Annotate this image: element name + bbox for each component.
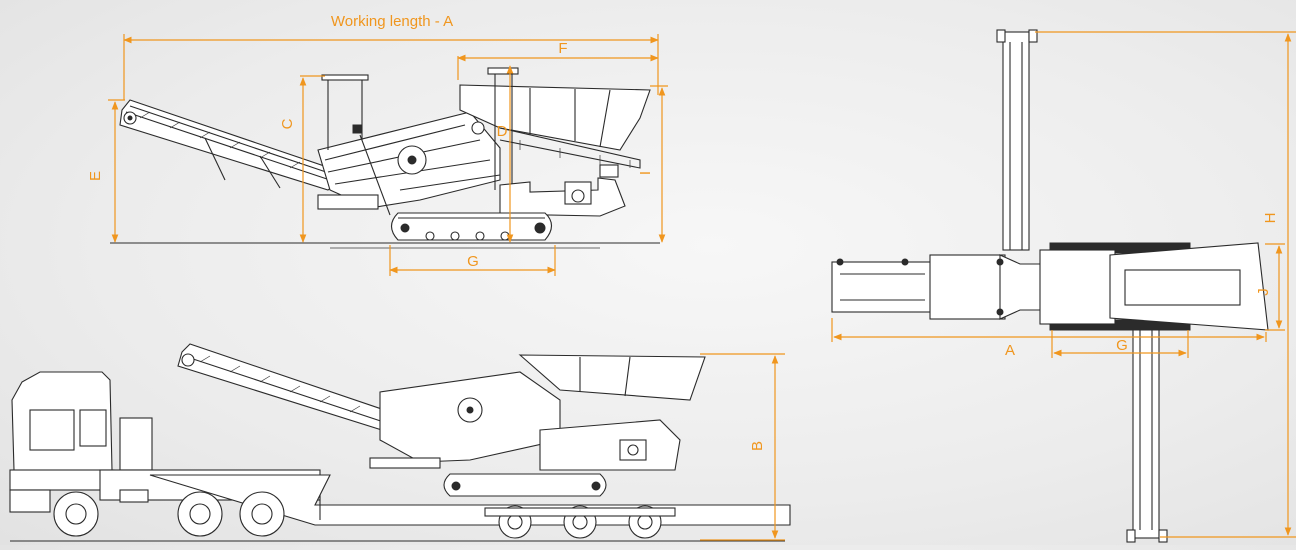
label-i: I [637,171,654,175]
label-g-side: G [467,253,479,270]
label-a-plan: A [1005,342,1015,359]
discharge-conveyor [119,99,339,191]
label-c: C [279,118,296,129]
transport-view: B [9,343,791,542]
plan-chassis [831,242,1269,331]
label-d: D [497,123,508,140]
side-view-dimensions: Working length - A F E C D I G [87,13,668,276]
label-working-length-a: Working length - A [331,13,453,30]
label-j: J [1255,288,1272,296]
side-view-tracks [390,212,553,241]
truck-wheels [53,491,285,537]
label-h: H [1262,213,1279,224]
label-e: E [87,171,104,181]
label-b: B [749,441,766,451]
screen-body [317,74,501,216]
plan-track-bottom [1049,319,1191,331]
power-pack [499,164,626,217]
label-g-plan: G [1116,337,1128,354]
trailer-wheels [484,505,676,539]
side-conveyor-top [996,29,1038,251]
label-f: F [558,40,567,57]
plan-view: H J A G [831,29,1296,543]
machine-on-trailer [177,343,706,497]
side-view-machine [110,67,660,249]
